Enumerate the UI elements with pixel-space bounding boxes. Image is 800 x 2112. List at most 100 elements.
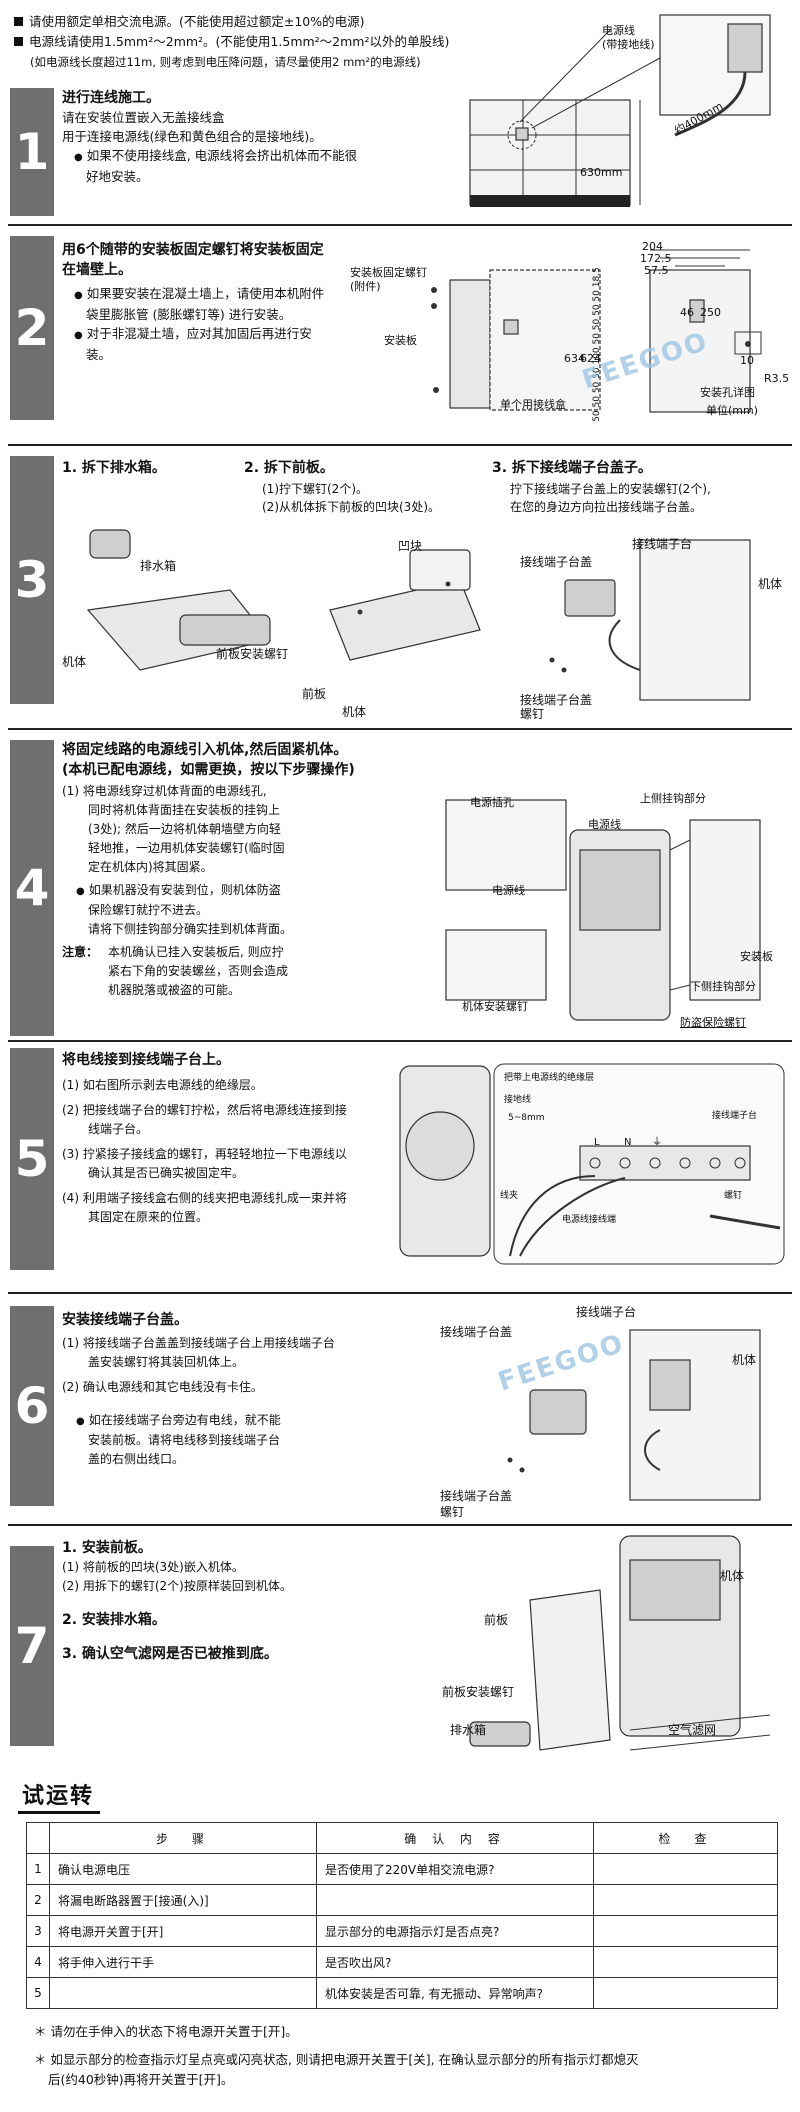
dim-634: 634 xyxy=(564,352,585,365)
label-mounting-plate: 安装板 xyxy=(384,334,417,347)
step-number-5: 5 xyxy=(10,1048,54,1270)
intro: 请使用额定单相交流电源。(不能使用超过额定±10%的电源) 电源线请使用1.5m… xyxy=(14,12,614,72)
step-number-7: 7 xyxy=(10,1546,54,1746)
step-7-sub-2: 2. 安装排水箱。 xyxy=(62,1612,166,1628)
step-3-sub-3-lines: 拧下接线端子台盖上的安装螺钉(2个), 在您的身边方向拉出接线端子台盖。 xyxy=(510,482,711,514)
label-front-panel: 前板 xyxy=(302,687,327,701)
step-number-1: 1 xyxy=(10,88,54,216)
label-air-filter: 空气滤网 xyxy=(668,1723,717,1737)
step-3-sub-3: 3. 拆下接线端子台盖子。 xyxy=(492,460,652,476)
label-cover-screw-2: 螺钉 xyxy=(520,707,545,721)
step-6-title: 安装接线端子台盖。 xyxy=(62,1312,188,1328)
label-body: 机体 xyxy=(720,1569,745,1583)
step-5-item-3: (3) 拧紧接子接线盒的螺钉，再轻轻地拉一下电源线以确认其是否已确实被固定牢。 xyxy=(62,1147,347,1180)
intro-line-2: 电源线请使用1.5mm²～2mm²。(不能使用1.5mm²～2mm²以外的单股线… xyxy=(14,32,614,52)
label-plate-screw: 安装板固定螺钉 xyxy=(350,266,427,279)
label-unit: 单位(mm) xyxy=(706,404,759,417)
step-6-text: 安装接线端子台盖。 (1) 将接线端子台盖盖到接线端子台上用接线端子台盖安装螺钉… xyxy=(62,1310,342,1469)
step-7-sub-1: 1. 安装前板。 xyxy=(62,1540,152,1556)
step-3-sub-1: 1. 拆下排水箱。 xyxy=(62,460,166,476)
step-3-sub-2-lines: (1)拧下螺钉(2个)。 (2)从机体拆下前板的凹块(3处)。 xyxy=(262,482,440,514)
step-6-bullet: 如在接线端子台旁边有电线，就不能 安装前板。请将电线移到接线端子台 盖的右侧出线… xyxy=(62,1411,342,1469)
label-terminal-cover: 接线端子台盖 xyxy=(440,1325,513,1339)
step-1-illustration xyxy=(469,14,771,207)
step-4-illustration xyxy=(445,799,761,1021)
step-number-3: 3 xyxy=(10,456,54,704)
separator xyxy=(8,444,792,446)
step-5-text: 将电线接到接线端子台上。 (1) 如右图所示剥去电源线的绝缘层。 (2) 把接线… xyxy=(62,1050,352,1227)
step-1-title: 进行连线施工。 xyxy=(62,90,160,106)
label-height-630: 630mm xyxy=(580,166,623,179)
label-drain-tank: 排水箱 xyxy=(450,1723,487,1737)
separator xyxy=(8,1524,792,1526)
step-5-title: 将电线接到接线端子台上。 xyxy=(62,1052,230,1068)
label-power-cord: 电源线 xyxy=(602,24,635,37)
dim-204: 204 xyxy=(642,240,663,253)
step-1-text: 进行连线施工。 请在安装位置嵌入无盖接线盒 用于连接电源线(绿色和黄色组合的是接… xyxy=(62,88,362,186)
dim-250: 250 xyxy=(700,306,721,319)
label-strip-insulation: 把带上电源线的绝缘层 xyxy=(504,1073,595,1083)
dim-172-5: 172.5 xyxy=(640,252,672,265)
square-bullet-icon xyxy=(14,37,23,46)
step-7-sub-3: 3. 确认空气滤网是否已被推到底。 xyxy=(62,1646,278,1662)
dim-10: 10 xyxy=(740,354,754,367)
label-cover-screw: 接线端子台盖 xyxy=(520,693,593,707)
label-terminal-L: L xyxy=(594,1137,600,1148)
dim-r3-5: R3.5 xyxy=(764,372,790,385)
label-lower-hook: 下侧挂钩部分 xyxy=(690,980,756,993)
step-7-item-1: (1) 将前板的凹块(3处)嵌入机体。 xyxy=(62,1560,244,1574)
step-4-subtitle: (本机已配电源线，如需更换，按以下步骤操作) xyxy=(62,762,355,778)
table-row: 5 机体安装是否可靠, 有无振动、异常响声? xyxy=(26,1977,778,2009)
step-2-title: 用6个随带的安装板固定螺钉将安装板固定在墙壁上。 xyxy=(62,242,324,278)
label-recess: 凹块 xyxy=(398,539,423,553)
label-body-screw: 机体安装螺钉 xyxy=(462,1000,528,1013)
step-7-illustration xyxy=(469,1535,771,1751)
step-4-note: 注意： 本机确认已挂入安装板后, 则应拧 紧右下角的安装螺丝，否则会造成 机器脱… xyxy=(62,945,289,997)
label-cover-screw-2: 螺钉 xyxy=(440,1505,465,1519)
note-2: ＊ 如显示部分的检查指示灯呈点亮或闪亮状态, 则请把电源开关置于[关], 在确认… xyxy=(34,2052,639,2067)
step-5-item-1: (1) 如右图所示剥去电源线的绝缘层。 xyxy=(62,1078,263,1092)
step-4-title: 将固定线路的电源线引入机体,然后固紧机体。 xyxy=(62,742,348,758)
header-confirm: 确 认 内 容 xyxy=(316,1822,594,1854)
step-5-item-2: (2) 把接线端子台的螺钉拧松，然后将电源线连接到接线端子台。 xyxy=(62,1103,347,1136)
label-wire-terminal: 电源线接线端 xyxy=(562,1215,617,1225)
label-power-hole: 电源插孔 xyxy=(470,796,514,809)
table-row: 3 将电源开关置于[开] 显示部分的电源指示灯是否点亮? xyxy=(26,1915,778,1947)
label-strip-length: 5~8mm xyxy=(508,1113,545,1123)
step-2-illustration xyxy=(431,249,762,413)
label-ground-wire: (带接地线) xyxy=(602,38,655,51)
separator xyxy=(8,1040,792,1042)
intro-line-1: 请使用额定单相交流电源。(不能使用超过额定±10%的电源) xyxy=(14,12,614,32)
label-clamp: 线夹 xyxy=(500,1191,519,1201)
dim-624: 624 xyxy=(580,352,601,365)
step-3-sub-2: 2. 拆下前板。 xyxy=(244,460,334,476)
dim-57-5: 57.5 xyxy=(644,264,669,277)
separator xyxy=(8,1292,792,1294)
label-power-cord: 电源线 xyxy=(588,818,621,831)
label-terminal-block: 接线端子台 xyxy=(712,1111,758,1121)
label-body-2: 机体 xyxy=(342,705,367,719)
table-header-row: 步 骤 确 认 内 容 检 查 xyxy=(26,1822,778,1854)
table-row: 2 将漏电断路器置于[接通(入)] xyxy=(26,1884,778,1916)
check-cell xyxy=(593,1946,778,1978)
dim-46: 46 xyxy=(680,306,694,319)
check-cell xyxy=(593,1884,778,1916)
step-3-illustration xyxy=(86,529,751,701)
step-number-2: 2 xyxy=(10,236,54,420)
step-number-6: 6 xyxy=(10,1306,54,1506)
label-terminal-block: 接线端子台 xyxy=(576,1305,637,1319)
label-body-3: 机体 xyxy=(758,577,783,591)
label-front-screw: 前板安装螺钉 xyxy=(216,647,289,661)
label-accessory: (附件) xyxy=(350,280,381,293)
label-drain-tank: 排水箱 xyxy=(140,559,177,573)
intro-line-3: (如电源线长度超过11m, 则考虑到电压降问题，请尽量使用2 mm²的电源线) xyxy=(30,55,421,69)
step-4-bullet: 如果机器没有安装到位，则机体防盗 保险螺钉就拧不进去。 请将下侧挂钩部分确实挂到… xyxy=(62,881,442,939)
ground-icon: ⏚ xyxy=(652,1137,662,1148)
table-row: 4 将手伸入进行干手 是否吹出风? xyxy=(26,1946,778,1978)
label-junction-box: 单个用接线盒 xyxy=(500,398,566,411)
table-row: 1 确认电源电压 是否使用了220V单相交流电源? xyxy=(26,1853,778,1885)
step-5-illustration xyxy=(399,1063,785,1265)
label-ground-wire: 接地线 xyxy=(504,1095,532,1105)
step-7-item-2: (2) 用拆下的螺钉(2个)按原样装回到机体。 xyxy=(62,1579,292,1593)
step-2-text: 用6个随带的安装板固定螺钉将安装板固定在墙壁上。 如果要安装在混凝土墙上，请使用… xyxy=(62,240,332,364)
